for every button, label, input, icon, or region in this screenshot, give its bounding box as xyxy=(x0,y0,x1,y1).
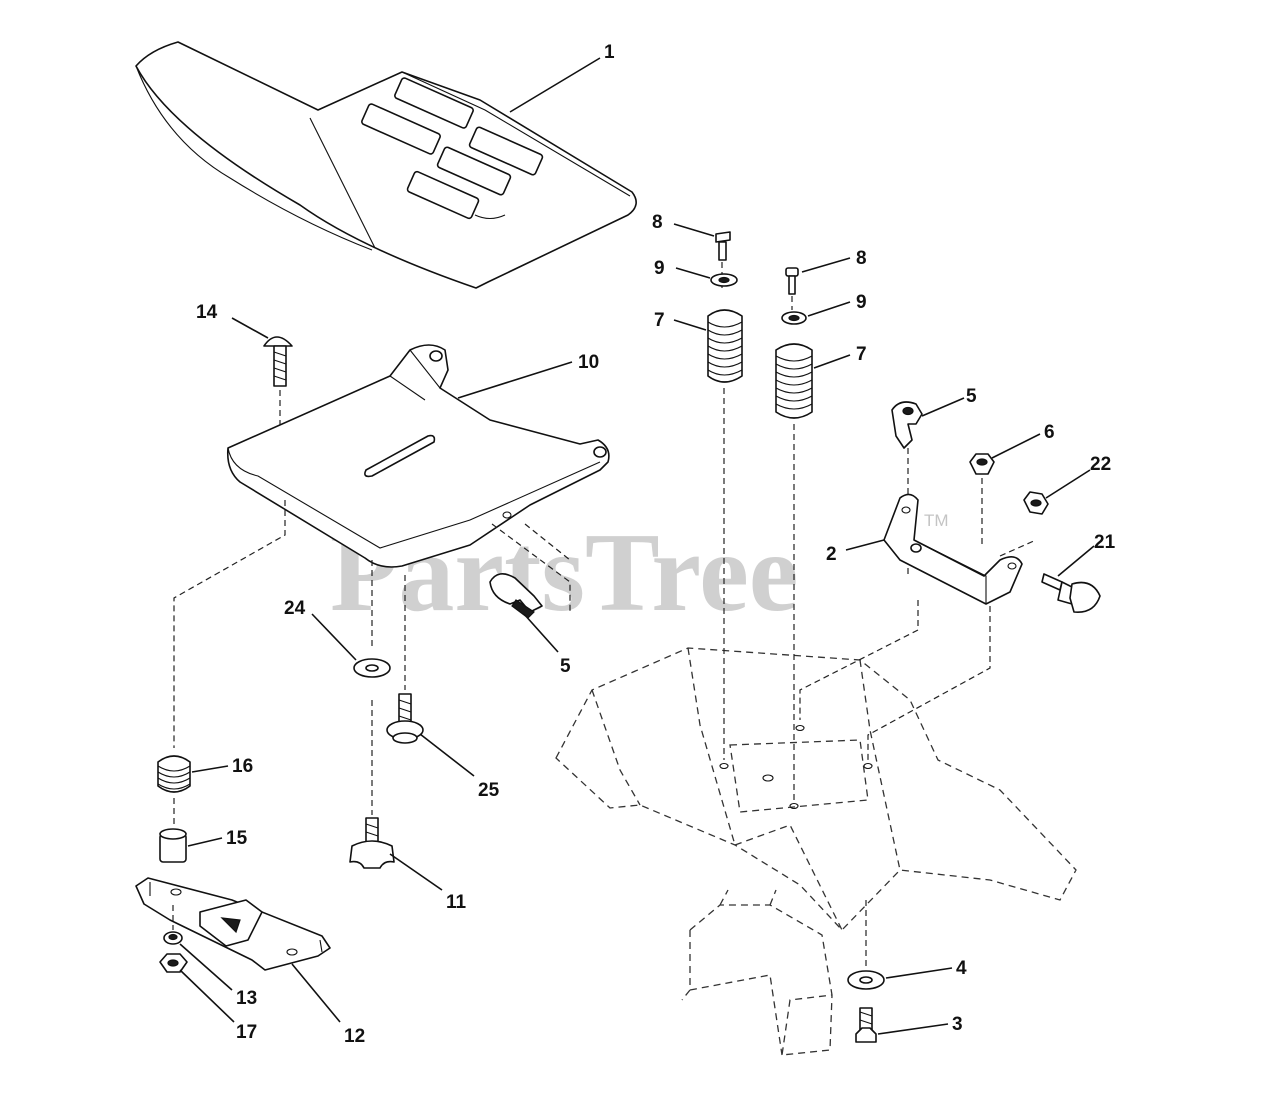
callout-10: 10 xyxy=(578,352,599,373)
leader-10 xyxy=(457,361,573,399)
callout-17: 17 xyxy=(236,1022,257,1043)
leader-9b xyxy=(807,301,851,317)
leader-9a xyxy=(675,267,711,279)
washer-part-9-right xyxy=(781,311,807,325)
callout-6: 6 xyxy=(1044,422,1055,443)
leader-24 xyxy=(311,613,357,661)
callout-21: 21 xyxy=(1094,532,1116,553)
callout-7-right: 7 xyxy=(856,344,867,365)
nut-part-17 xyxy=(159,953,188,973)
callout-12: 12 xyxy=(344,1026,365,1047)
leader-8a xyxy=(673,223,715,237)
tractor-frame-phantom xyxy=(555,647,1077,1056)
callout-8-left: 8 xyxy=(652,212,663,233)
watermark-trademark: TM xyxy=(924,511,949,530)
leader-22 xyxy=(1045,469,1091,499)
callout-22: 22 xyxy=(1090,454,1111,475)
callout-15: 15 xyxy=(226,828,248,849)
leader-13 xyxy=(179,943,233,991)
leader-5a xyxy=(523,613,559,653)
leader-4 xyxy=(885,967,953,979)
washer-part-24 xyxy=(353,560,391,678)
bushing-part-15 xyxy=(159,798,187,863)
seat-bracket-part-10 xyxy=(226,344,610,612)
leader-25 xyxy=(419,733,475,777)
callout-16: 16 xyxy=(232,756,253,777)
callout-13: 13 xyxy=(236,988,257,1009)
pivot-bracket-part-2 xyxy=(762,493,1037,782)
nut-part-22 xyxy=(1023,491,1049,515)
plate-part-12 xyxy=(135,877,331,971)
leader-12 xyxy=(291,963,341,1023)
leader-16 xyxy=(191,765,229,773)
leader-2 xyxy=(845,539,885,551)
callout-14: 14 xyxy=(196,302,218,323)
leader-3 xyxy=(877,1023,949,1035)
nut-part-13 xyxy=(163,905,183,945)
callout-9-left: 9 xyxy=(654,258,665,279)
callout-4: 4 xyxy=(956,958,967,979)
callout-8-right: 8 xyxy=(856,248,867,269)
callout-9-right: 9 xyxy=(856,292,867,313)
bolt-part-3 xyxy=(855,1007,877,1043)
clip-part-5-left xyxy=(489,573,543,619)
callout-3: 3 xyxy=(952,1014,963,1035)
knob-part-11 xyxy=(349,700,395,869)
seat-part-1 xyxy=(135,41,637,289)
callout-1: 1 xyxy=(604,42,615,63)
leader-7a xyxy=(673,319,707,331)
leader-5b xyxy=(921,397,965,417)
bolt-part-8-left xyxy=(715,231,731,290)
callout-7-left: 7 xyxy=(654,310,665,331)
washer-part-4 xyxy=(847,900,885,990)
spring-part-7-right xyxy=(775,343,813,810)
callout-labels: 1 14 10 5 24 25 11 16 15 12 13 17 8 9 7 … xyxy=(196,42,1116,1047)
leader-6 xyxy=(991,433,1041,459)
callout-5-right: 5 xyxy=(966,386,977,407)
carriage-bolt-part-14 xyxy=(263,336,293,452)
leader-21 xyxy=(1057,545,1095,577)
leader-15 xyxy=(187,837,223,847)
callout-5-left: 5 xyxy=(560,656,571,677)
shoulder-bolt-part-21 xyxy=(1041,573,1101,613)
spring-part-16 xyxy=(157,500,286,793)
bolt-part-8-right xyxy=(785,267,799,310)
callout-2: 2 xyxy=(826,544,837,565)
leader-17 xyxy=(179,969,235,1023)
nut-part-6 xyxy=(969,453,995,545)
leader-8b xyxy=(801,257,851,273)
callout-11: 11 xyxy=(446,892,467,913)
spring-part-7-left xyxy=(707,309,743,770)
leader-lines xyxy=(179,57,1095,1035)
leader-11 xyxy=(389,853,443,891)
shoulder-bolt-part-25 xyxy=(386,575,424,744)
washer-part-9-left xyxy=(710,273,738,287)
leader-7b xyxy=(813,354,851,369)
leader-1 xyxy=(509,57,601,113)
callout-25: 25 xyxy=(478,780,500,801)
callout-24: 24 xyxy=(284,598,306,619)
leader-14 xyxy=(231,317,269,339)
